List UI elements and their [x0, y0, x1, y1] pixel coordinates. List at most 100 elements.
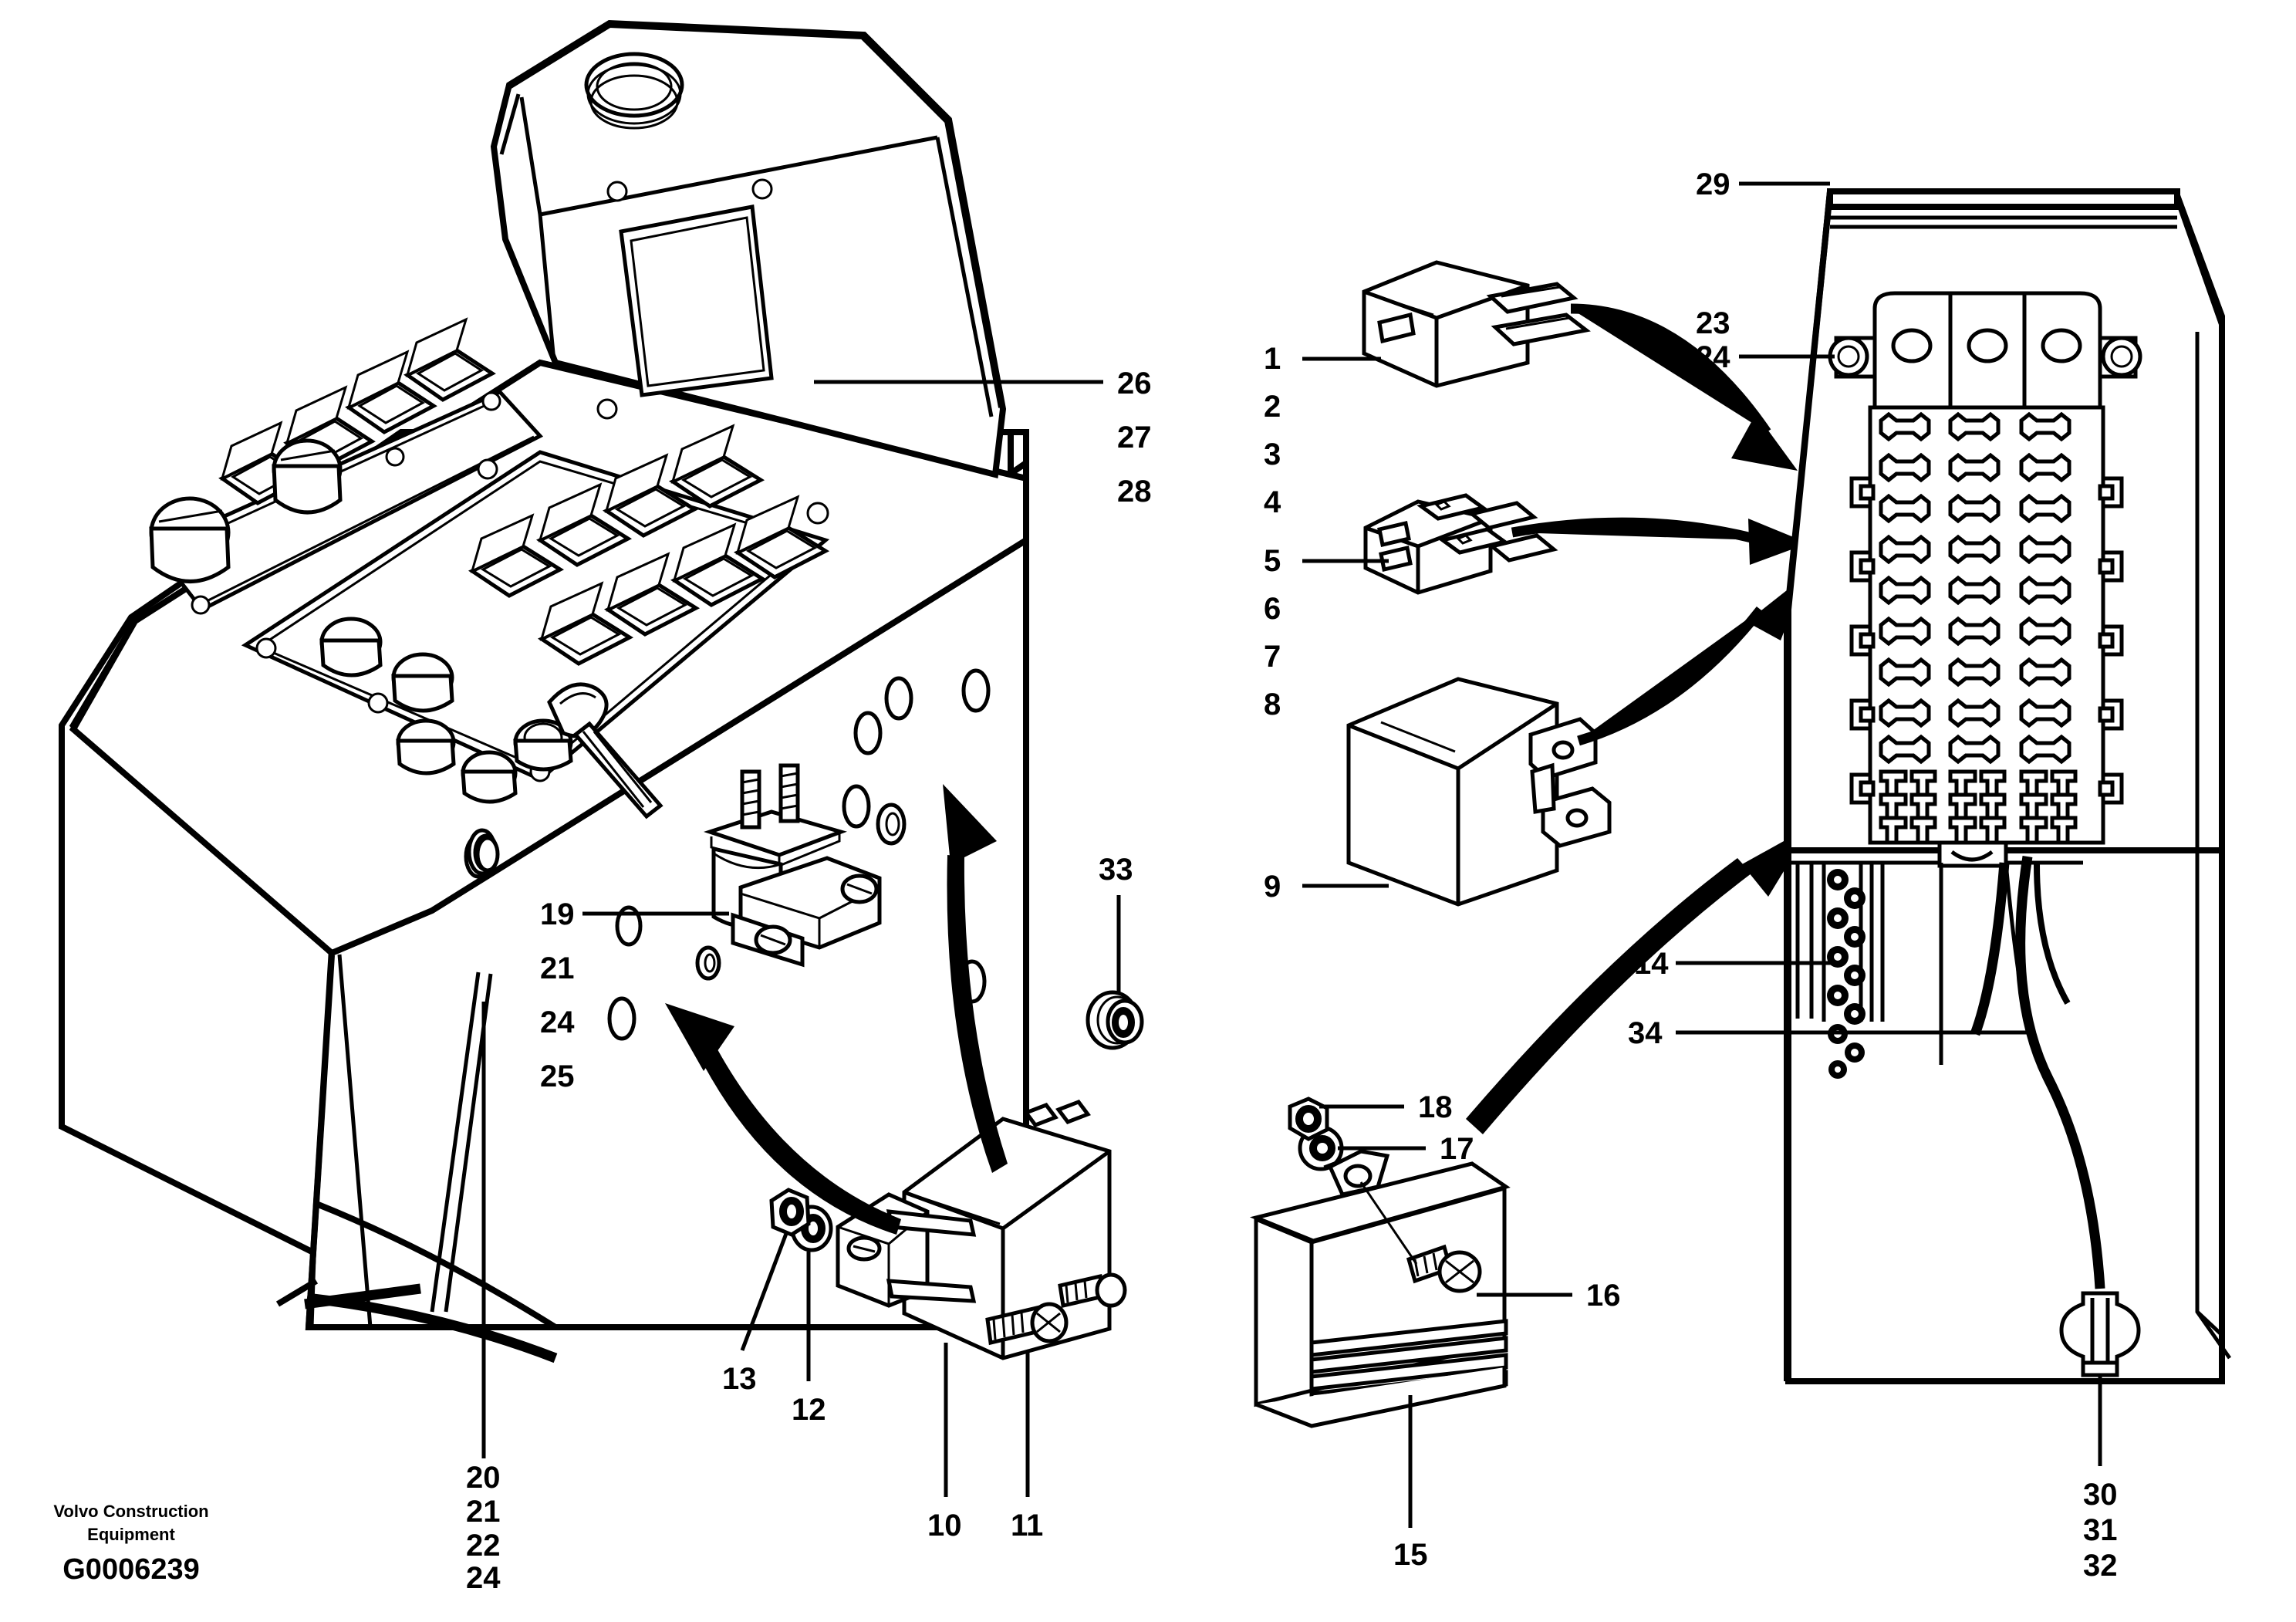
- operator-console: [59, 19, 1029, 1363]
- main-pod-rocker-switch[interactable]: [537, 581, 634, 666]
- fuse-clip[interactable]: [2019, 452, 2071, 483]
- terminal-screw[interactable]: [1827, 869, 1849, 890]
- terminal-screw[interactable]: [1844, 887, 1866, 909]
- fuse-clip[interactable]: [1948, 734, 2001, 765]
- fuse-clip[interactable]: [2019, 616, 2071, 647]
- main-pod-rocker-switch[interactable]: [670, 522, 767, 607]
- starter-solenoid: [695, 763, 907, 981]
- fuse-block: [1828, 291, 2142, 868]
- header-hole: [2041, 328, 2082, 363]
- fuse-clip[interactable]: [1879, 534, 1931, 565]
- fuse-clip[interactable]: [2019, 575, 2071, 606]
- pod-screw: [481, 391, 501, 411]
- relay-socket[interactable]: [1879, 816, 1908, 845]
- fuse-clip[interactable]: [1879, 493, 1931, 524]
- main-pod-rocker-switch[interactable]: [535, 482, 633, 567]
- main-pod-rocker-switch[interactable]: [602, 453, 699, 538]
- relay-socket[interactable]: [2050, 816, 2078, 845]
- blade-fuse: [1363, 493, 1558, 595]
- fuse-clip[interactable]: [1948, 452, 2001, 483]
- callout-31: 31: [2083, 1513, 2118, 1547]
- fuse-clip[interactable]: [1879, 698, 1931, 728]
- fuse-clip[interactable]: [1879, 452, 1931, 483]
- callout-17: 17: [1440, 1132, 1474, 1166]
- terminal-screw[interactable]: [1845, 1042, 1865, 1063]
- fuse-clip[interactable]: [1879, 734, 1931, 765]
- callout-24b: 24: [466, 1561, 501, 1595]
- panel-hole: [961, 668, 991, 713]
- fuse-clip[interactable]: [1948, 493, 2001, 524]
- callout-13: 13: [722, 1362, 757, 1396]
- fuse-clip[interactable]: [2019, 657, 2071, 688]
- left-pod-rocker-switch[interactable]: [403, 317, 496, 402]
- main-pod-rocker-switch[interactable]: [668, 424, 765, 509]
- callout-3: 3: [1264, 438, 1281, 471]
- fuse-clip[interactable]: [2019, 411, 2071, 442]
- assembly-arrow-head: [1748, 519, 1808, 565]
- main-pod-push-button[interactable]: [319, 617, 383, 678]
- terminal-screw[interactable]: [1844, 965, 1866, 986]
- terminal-screw[interactable]: [1827, 907, 1849, 929]
- fuse-clip[interactable]: [2019, 734, 2071, 765]
- fuse-clip-grid: [1879, 411, 2071, 765]
- instrument-display-window[interactable]: [619, 204, 774, 397]
- display-screw: [751, 178, 773, 200]
- callout-24: 24: [540, 1005, 575, 1039]
- callout-7: 7: [1264, 640, 1281, 674]
- assembly-arrow: [1466, 858, 1751, 1134]
- ignition-key-switch[interactable]: [513, 682, 663, 819]
- fuse-clip[interactable]: [1948, 411, 2001, 442]
- callout-22: 22: [466, 1529, 501, 1563]
- main-pod-rocker-switch[interactable]: [468, 513, 565, 598]
- left-pod-rotary-knob[interactable]: [272, 438, 343, 515]
- fuse-clip[interactable]: [1879, 575, 1931, 606]
- main-pod-push-button[interactable]: [396, 718, 456, 776]
- callout-1: 1: [1264, 342, 1281, 376]
- fuse-clip[interactable]: [1879, 657, 1931, 688]
- main-pod-push-button[interactable]: [391, 652, 454, 713]
- callout-16: 16: [1586, 1279, 1621, 1313]
- relay-tab-hole: [1565, 808, 1589, 828]
- left-pod-rocker-switch[interactable]: [345, 350, 437, 434]
- pod-screw: [191, 595, 211, 615]
- assembly-arrow: [947, 855, 1008, 1173]
- main-pod-rocker-switch[interactable]: [733, 495, 830, 580]
- callout-25: 25: [540, 1059, 575, 1093]
- callout-8: 8: [1264, 688, 1281, 721]
- left-pod-rotary-knob[interactable]: [149, 496, 231, 583]
- callout-19: 19: [540, 897, 575, 931]
- callout-28: 28: [1117, 475, 1152, 509]
- terminal-screw[interactable]: [1844, 926, 1866, 948]
- fuse-clip[interactable]: [1879, 411, 1931, 442]
- leader-line: [740, 1231, 789, 1351]
- terminal-screw[interactable]: [1827, 985, 1849, 1006]
- relay-socket[interactable]: [1909, 816, 1937, 845]
- cabinet-lid: [1827, 188, 2180, 210]
- panel-hole: [607, 996, 636, 1041]
- main-pod-rocker-switch[interactable]: [603, 552, 701, 637]
- fuse-clip[interactable]: [1948, 657, 2001, 688]
- callout-21: 21: [540, 951, 575, 985]
- fuse-clip[interactable]: [1948, 616, 2001, 647]
- main-pod-push-button[interactable]: [461, 750, 518, 804]
- terminal-screw[interactable]: [1844, 1003, 1866, 1025]
- fuse-clip[interactable]: [1948, 698, 2001, 728]
- panel-hole: [842, 784, 871, 829]
- fuse-clip[interactable]: [2019, 698, 2071, 728]
- mounting-screw: [1058, 1272, 1127, 1309]
- fuse-clip[interactable]: [1948, 575, 2001, 606]
- callout-30: 30: [2083, 1478, 2118, 1512]
- fuse-clip[interactable]: [2019, 493, 2071, 524]
- callout-4: 4: [1264, 485, 1281, 519]
- cable-grommet: [2059, 1291, 2141, 1377]
- display-screw: [606, 181, 628, 202]
- callout-14: 14: [1634, 947, 1669, 981]
- panel-grommet: [1086, 990, 1144, 1050]
- fuse-clip[interactable]: [1948, 534, 2001, 565]
- fuse-clip[interactable]: [1879, 616, 1931, 647]
- terminal-screw[interactable]: [1828, 1060, 1847, 1079]
- relay-socket[interactable]: [2019, 816, 2048, 845]
- fuse-clip[interactable]: [2019, 534, 2071, 565]
